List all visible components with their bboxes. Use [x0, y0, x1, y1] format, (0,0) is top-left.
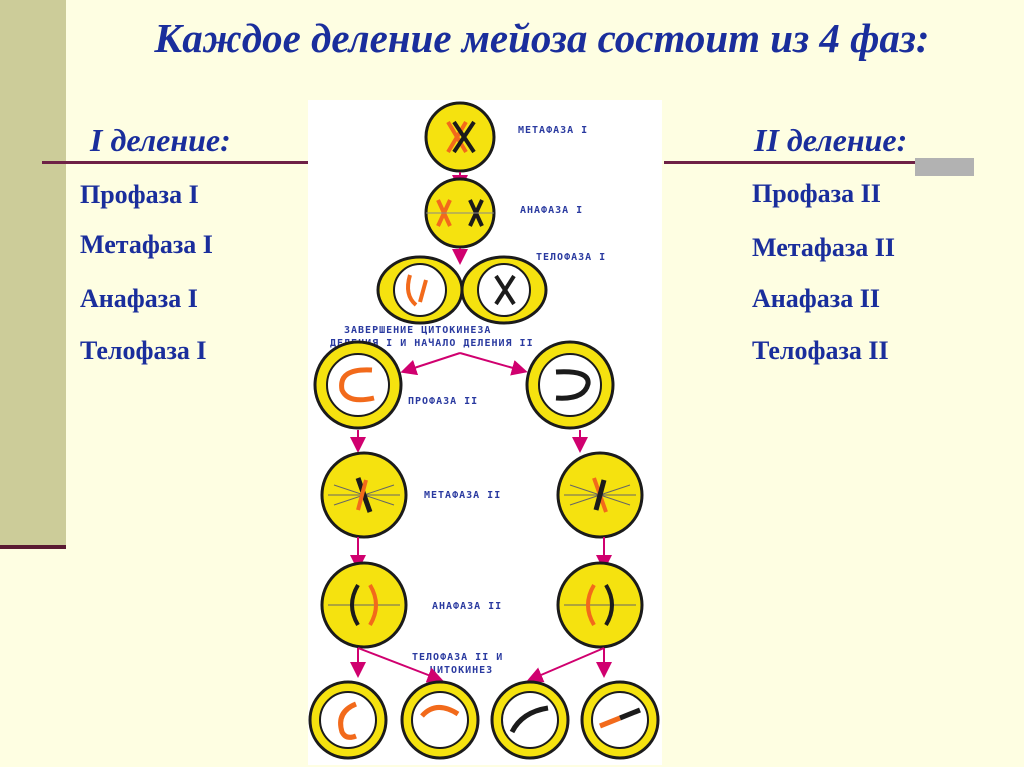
left-sidebar-bar [0, 0, 66, 545]
division-1-phase-metaphase: Метафаза I [80, 230, 213, 260]
decorative-accent [915, 158, 974, 176]
meiosis-diagram: МЕТАФАЗА I АНАФАЗА I ТЕЛОФАЗА I ЗАВЕРШЕН… [308, 100, 662, 765]
cell-anaphase-1 [426, 179, 494, 247]
label-metaphase-1: МЕТАФАЗА I [518, 125, 588, 136]
cell-prophase-2-left [315, 342, 401, 428]
division-2-phase-prophase: Профаза II [752, 179, 881, 209]
division-2-heading: II деление: [754, 122, 907, 159]
label-telophase-2-line-1: ТЕЛОФАЗА II И [412, 652, 503, 663]
cell-metaphase-2-left [322, 453, 406, 537]
cell-telophase-1 [378, 257, 546, 323]
label-telophase-1: ТЕЛОФАЗА I [536, 252, 606, 263]
label-metaphase-2: МЕТАФАЗА II [424, 490, 501, 501]
cell-metaphase-1 [426, 103, 494, 171]
cell-anaphase-2-left [322, 563, 406, 647]
division-2-phase-metaphase: Метафаза II [752, 233, 895, 263]
label-anaphase-1: АНАФАЗА I [520, 205, 583, 216]
cell-telophase-2-4 [582, 682, 658, 758]
page-title: Каждое деление мейоза состоит из 4 фаз: [0, 14, 1024, 62]
cell-prophase-2-right [527, 342, 613, 428]
left-sidebar-rule [0, 545, 66, 549]
cell-metaphase-2-right [558, 453, 642, 537]
division-2-phase-anaphase: Анафаза II [752, 284, 880, 314]
label-cytokinesis-line-1: ЗАВЕРШЕНИЕ ЦИТОКИНЕЗА [344, 325, 491, 336]
meiosis-diagram-svg: МЕТАФАЗА I АНАФАЗА I ТЕЛОФАЗА I ЗАВЕРШЕН… [308, 100, 662, 765]
label-prophase-2: ПРОФАЗА II [408, 396, 478, 407]
divider-left [42, 161, 308, 164]
cell-telophase-2-2 [402, 682, 478, 758]
division-1-phase-anaphase: Анафаза I [80, 284, 198, 314]
cell-anaphase-2-right [558, 563, 642, 647]
division-1-heading: I деление: [90, 122, 231, 159]
division-2-phase-telophase: Телофаза II [752, 336, 889, 366]
cell-telophase-2-3 [492, 682, 568, 758]
label-telophase-2-line-2: ЦИТОКИНЕЗ [430, 665, 493, 676]
division-1-phase-telophase: Телофаза I [80, 336, 207, 366]
cell-telophase-2-1 [310, 682, 386, 758]
label-anaphase-2: АНАФАЗА II [432, 601, 502, 612]
division-1-phase-prophase: Профаза I [80, 180, 199, 210]
